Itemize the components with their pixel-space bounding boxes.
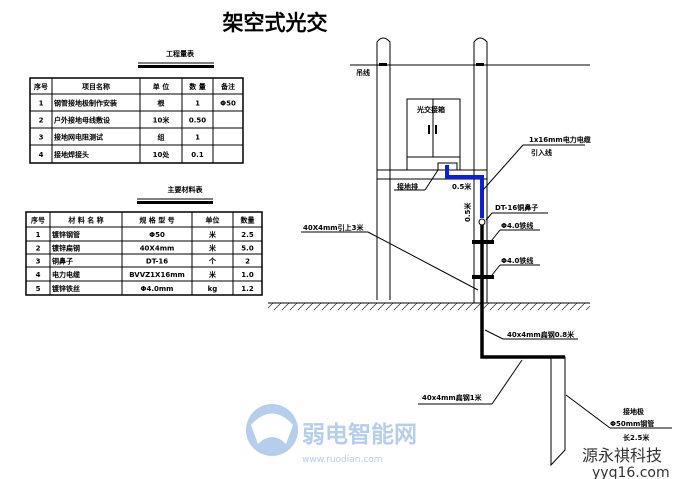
watermark-brand: 源永祺科技 [582,446,662,465]
materials-table-title: 主要材料表 [168,185,204,194]
dim-horizontal: 0.5米 [452,182,472,191]
table-cell: 0.50 [189,117,206,125]
table-cell: 4 [39,151,44,159]
table-cell: 接地网电阻测试 [54,133,103,142]
table-cell: 根 [158,99,165,108]
table-cell: 0.1 [191,151,204,159]
table-header-cell: 数量 [241,216,255,225]
watermark-site: 弱电智能网 [302,421,417,448]
watermark: 弱电智能网 www.ruodian.com [246,404,417,465]
flat-steel-1-label: 40x4mm扁钢1米 [422,393,483,402]
table-header-cell: 材 料 名 称 [67,216,103,225]
table-header-cell: 序号 [30,216,45,225]
table-cell: 接地焊接头 [54,150,89,159]
table-cell: 2 [36,245,41,253]
table-cell: 1.2 [241,285,254,293]
ground-surface [268,302,590,310]
cable-label: 1x16mm电力电缆 [529,135,591,144]
table-cell: 镀锌钢管 [52,230,80,239]
table-cell: 2 [245,258,250,266]
utility-pole-left [376,37,391,300]
materials-table: 主要材料表 序号 材 料 名 称 规 格 型 号 单位 数量 1 镀锌钢管 Φ50 米 2.5 2 镀… [25,185,263,296]
table-cell: 40X4mm [140,245,175,253]
table-cell: 铜鼻子 [52,257,73,266]
utility-pole-right [473,37,488,303]
table-cell: 5.0 [241,245,254,253]
table-cell: 1 [39,100,44,108]
table-cell: 3 [39,134,44,142]
table-cell: 10处 [153,150,171,159]
flat-steel-08-label: 40x4mm扁钢0.8米 [507,330,575,339]
ground-bar-label: 接地排 [397,182,418,191]
rod-label-1: 接地极 [623,407,645,416]
table-cell: kg [208,285,218,293]
table-header-cell: 规 格 型 号 [139,216,174,225]
table-cell: 10米 [153,116,171,125]
table-cell: DT-16 [146,258,168,266]
table-cell: 米 [208,244,217,253]
rod-label-2: Φ50mm钢管 [610,419,654,428]
table-cell: Φ50 [149,231,165,239]
table-header-cell: 数 量 [189,82,205,91]
table-cell: 1 [195,134,200,142]
works-table-title: 工程量表 [166,49,195,58]
wire-label-2: Φ4.0铁线 [501,256,533,265]
table-cell: 1 [36,231,41,239]
table-cell: 镀锌扁钢 [52,244,80,253]
table-header-cell: 单 位 [153,82,169,91]
table-header-cell: 备注 [220,82,235,91]
table-cell: BVVZ1X16mm [129,271,185,279]
table-cell: Φ50 [220,100,236,108]
fiber-cross-connect-cabinet: 光交接箱 [406,98,461,171]
dim-vertical: 0.5米 [463,202,472,222]
table-cell: 2.5 [241,231,254,239]
table-cell: 1 [195,100,200,108]
table-cell: 5 [36,285,41,293]
lead-in-label: 引入线 [531,148,552,157]
cabinet-label: 光交接箱 [416,105,445,114]
power-cable [445,165,484,218]
table-cell: 米 [208,270,217,279]
table-cell: 个 [208,257,217,266]
messenger-label: 吊线 [356,68,370,77]
table-cell: 钢管接地极制作安装 [54,99,117,108]
table-cell: 2 [39,117,44,125]
table-cell: 3 [36,258,41,266]
table-header-cell: 序号 [33,82,48,91]
ground-rod [550,356,566,467]
table-header-cell: 单位 [206,216,220,225]
table-header-cell: 项目名称 [82,82,110,91]
table-cell: 组 [158,133,165,142]
table-cell: 1.0 [241,271,254,279]
table-cell: 镀锌铁丝 [52,284,80,293]
drawing-title: 架空式光交 [223,10,328,35]
table-cell: Φ4.0mm [141,285,174,293]
table-cell: 4 [36,271,41,279]
ground-conductor [480,225,565,359]
watermark-site-url: www.ruodian.com [302,455,383,465]
works-table: 工程量表 序号 项目名称 单 位 数 量 备注 1 钢管接地极制作安装 根 1 Φ50 2 户外接地母… [29,49,244,164]
table-cell: 户外接地母线敷设 [54,116,111,125]
rod-label-3: 长2.5米 [623,433,650,442]
table-cell: 米 [208,230,217,239]
copper-lug [478,218,486,226]
flat-steel-up-label: 40X4mm引上3米 [303,223,364,232]
table-cell: 电力电缆 [52,270,80,279]
wire-label-1: Φ4.0铁线 [501,221,533,230]
watermark-brand-url: yyq16.com [592,465,670,479]
table-border [29,77,244,164]
lug-label: DT-16铜鼻子 [495,203,538,212]
